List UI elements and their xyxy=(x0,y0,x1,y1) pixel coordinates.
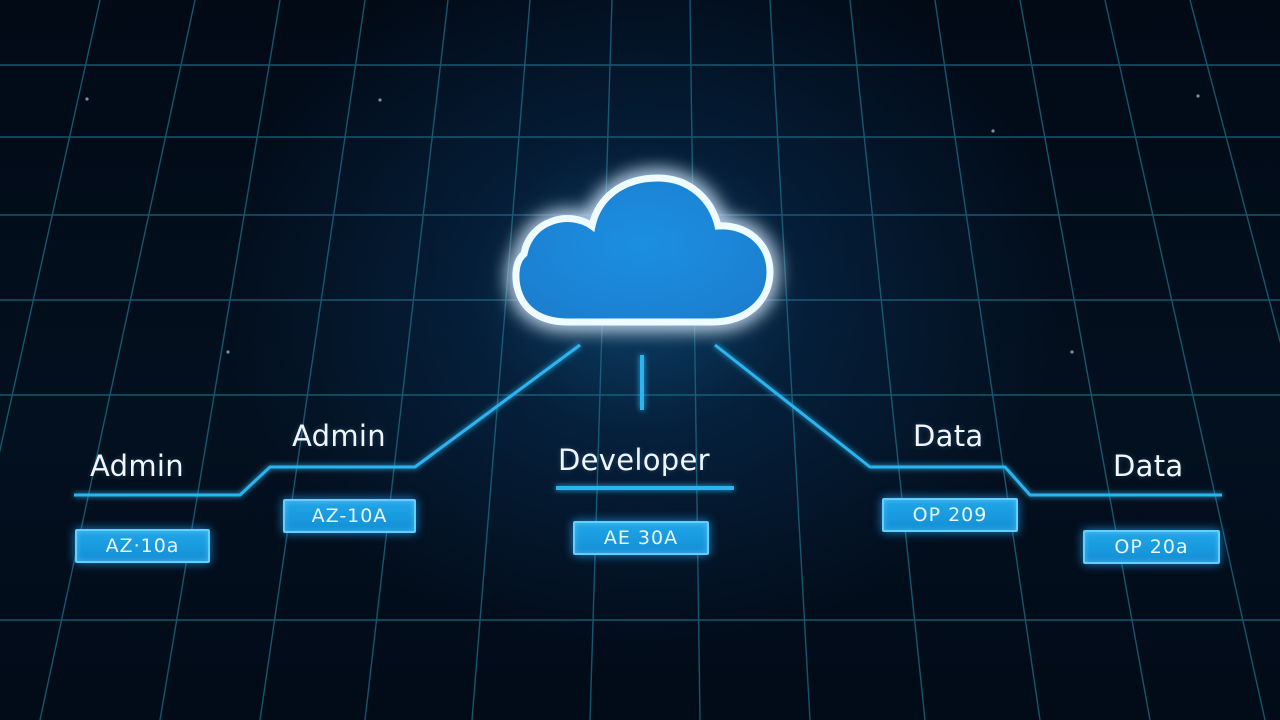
node-badge-data-1[interactable]: OP 209 xyxy=(882,498,1018,532)
node-badge-data-2[interactable]: OP 20a xyxy=(1083,530,1220,564)
connector-data-1 xyxy=(714,343,1222,497)
node-label-data-1: Data xyxy=(913,419,984,453)
node-label-admin-2: Admin xyxy=(292,419,386,453)
node-label-data-2: Data xyxy=(1113,449,1184,483)
node-badge-admin-1[interactable]: AZ·10a xyxy=(75,529,210,563)
node-label-admin-1: Admin xyxy=(90,449,184,483)
node-label-developer: Developer xyxy=(558,443,710,477)
node-badge-developer[interactable]: AE 30A xyxy=(573,521,709,555)
node-badge-admin-2[interactable]: AZ-10A xyxy=(283,499,416,533)
